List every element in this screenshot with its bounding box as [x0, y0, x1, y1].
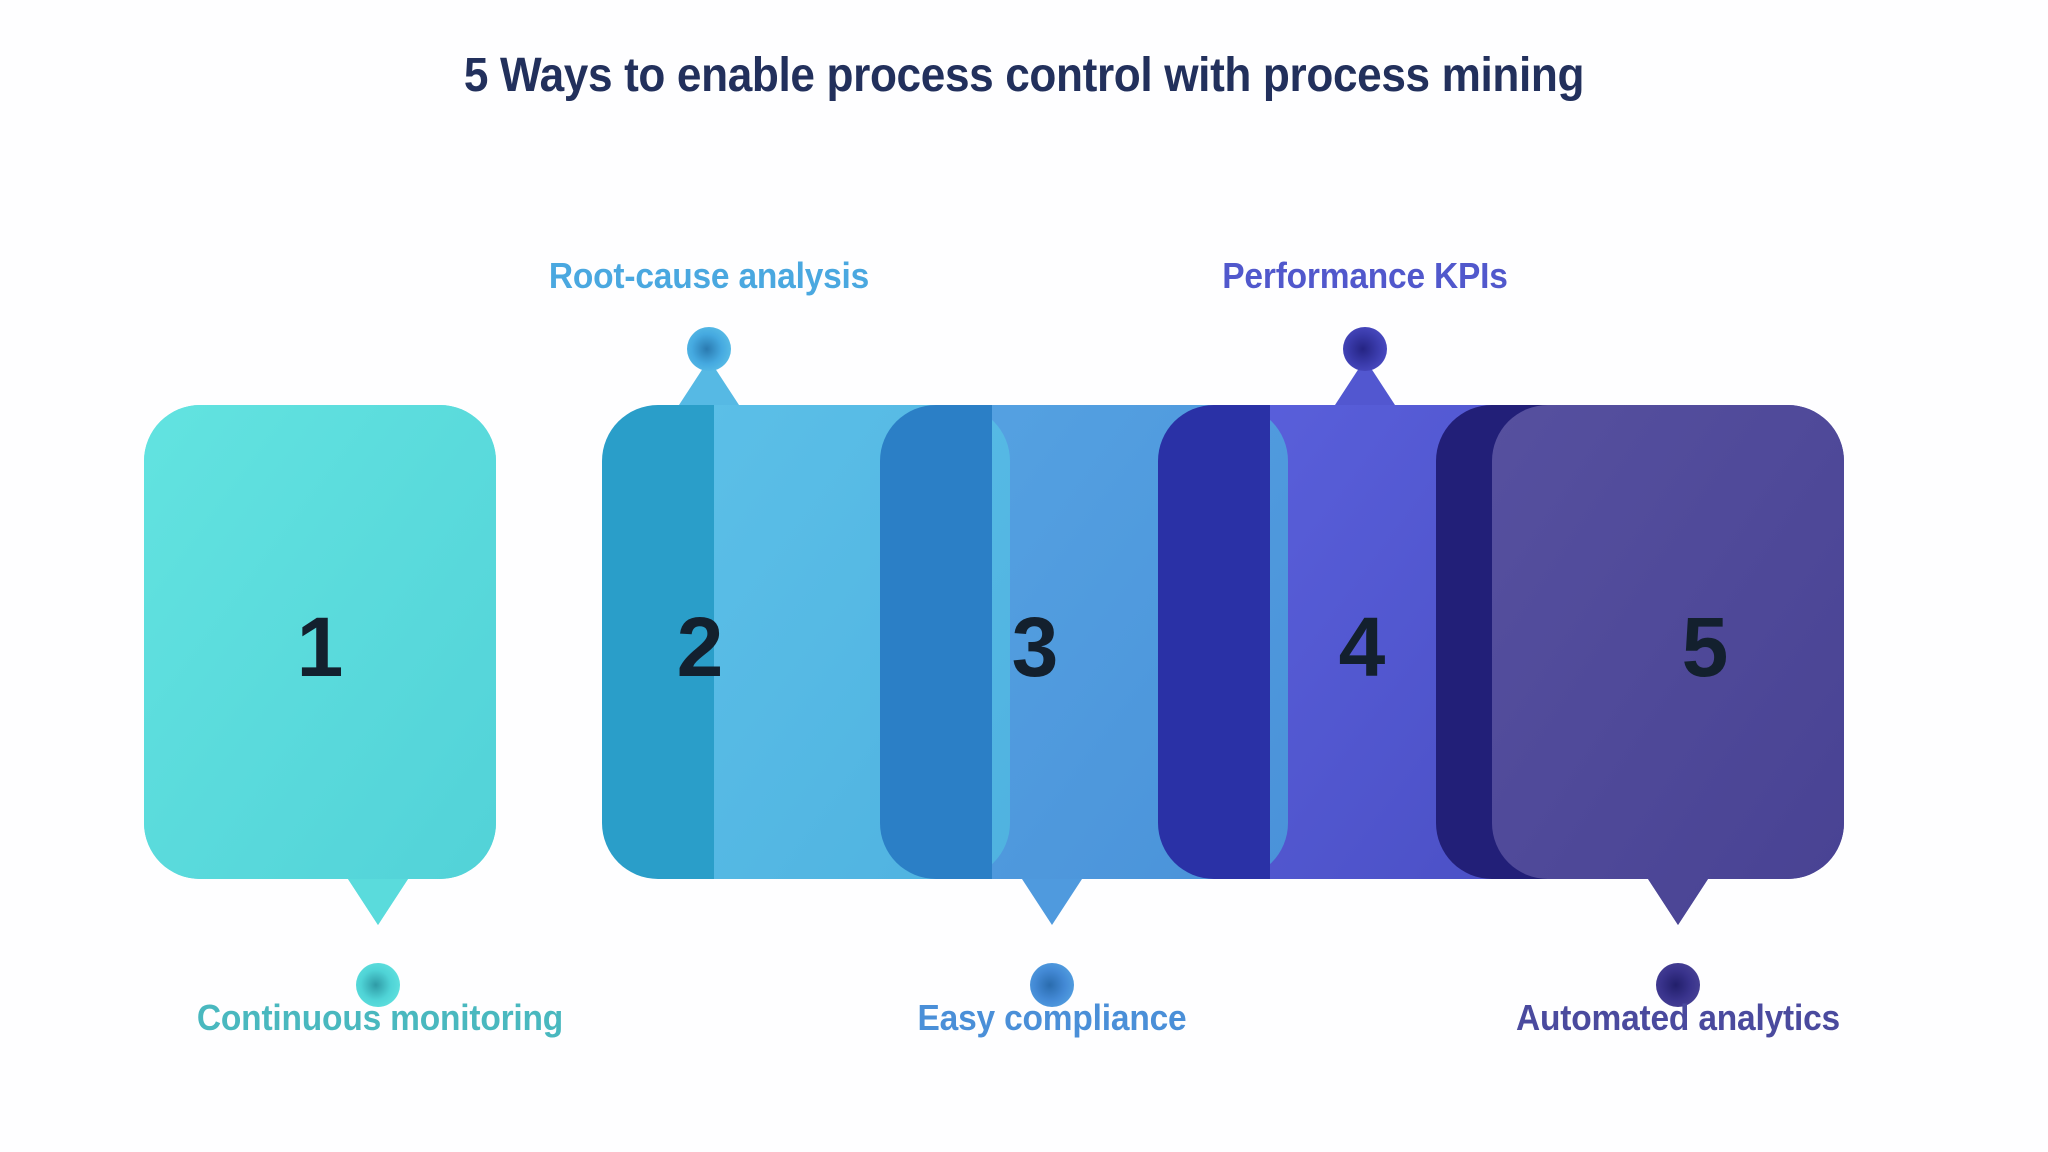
overlap-2-3: [880, 405, 992, 879]
step-number-2: 2: [676, 600, 724, 694]
callout-label-continuous-monitoring: Continuous monitoring: [196, 997, 564, 1038]
overlap-1-2: [602, 405, 714, 879]
step-number-4: 4: [1338, 600, 1386, 694]
page-title: 5 Ways to enable process control with pr…: [463, 49, 1585, 102]
overlap-3-4: [1158, 405, 1270, 879]
callout-dot-2: [687, 327, 731, 371]
step-number-1: 1: [296, 600, 344, 694]
callout-dot-1: [356, 963, 400, 1007]
callout-label-easy-compliance: Easy compliance: [917, 997, 1187, 1038]
callout-label-root-cause-analysis: Root-cause analysis: [548, 255, 870, 296]
callout-dot-5: [1656, 963, 1700, 1007]
card-1-overlay: [144, 405, 496, 879]
callout-label-performance-kpis: Performance KPIs: [1222, 255, 1508, 296]
card-5-overlay: [1492, 405, 1844, 925]
callout-label-automated-analytics: Automated analytics: [1516, 997, 1840, 1038]
card-1-tail-overlay: [348, 879, 408, 925]
card-overlap-strips: [500, 405, 558, 879]
callout-dot-3: [1030, 963, 1074, 1007]
callout-dot-4: [1343, 327, 1387, 371]
step-number-5: 5: [1681, 600, 1729, 694]
step-number-3: 3: [1011, 600, 1059, 694]
